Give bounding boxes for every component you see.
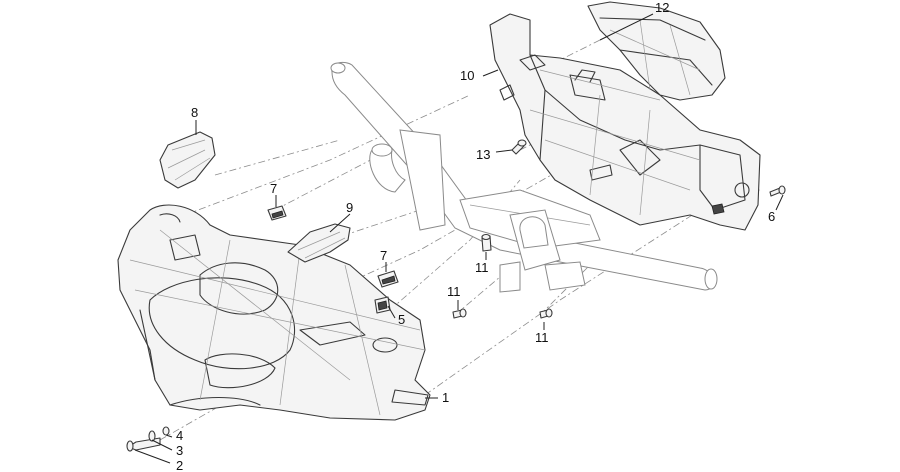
callout-3: 3	[176, 443, 183, 458]
screw-2	[126, 437, 161, 452]
handlebar-tube	[330, 61, 718, 293]
front-handlebar-cover	[117, 204, 431, 421]
callout-6: 6	[768, 209, 775, 224]
callout-11-center: 11	[475, 260, 489, 275]
callout-5: 5	[398, 312, 405, 327]
screw-6	[769, 185, 786, 197]
instrument-top-cover	[587, 1, 726, 101]
callout-13: 13	[476, 147, 490, 162]
small-top-cover	[159, 131, 216, 189]
callout-9: 9	[346, 200, 353, 215]
screw-11-center	[481, 233, 492, 252]
washer-3	[148, 430, 156, 442]
callout-8: 8	[191, 105, 198, 120]
callout-1: 1	[442, 390, 449, 405]
screw-13	[511, 139, 527, 155]
screw-11-left	[452, 308, 467, 319]
screw-11-right	[539, 308, 553, 319]
center-cover-plate	[287, 223, 351, 263]
callout-11-left: 11	[447, 284, 461, 299]
clip-upper	[267, 205, 287, 221]
callout-12: 12	[655, 0, 669, 15]
washer-4	[162, 426, 170, 436]
callout-10: 10	[460, 68, 474, 83]
callout-7-upper: 7	[270, 181, 277, 196]
callout-labels: 1 2 3 4 5 6 7 7 8 9 10 11 11 11 12 13	[176, 0, 775, 472]
callout-11-right: 11	[535, 330, 549, 345]
callout-2: 2	[176, 458, 183, 472]
leader-lines	[134, 13, 784, 464]
callout-7-lower: 7	[380, 248, 387, 263]
rear-handlebar-cover	[489, 13, 761, 231]
clip-lower	[377, 270, 399, 288]
nut	[374, 296, 391, 314]
callout-4: 4	[176, 428, 183, 443]
